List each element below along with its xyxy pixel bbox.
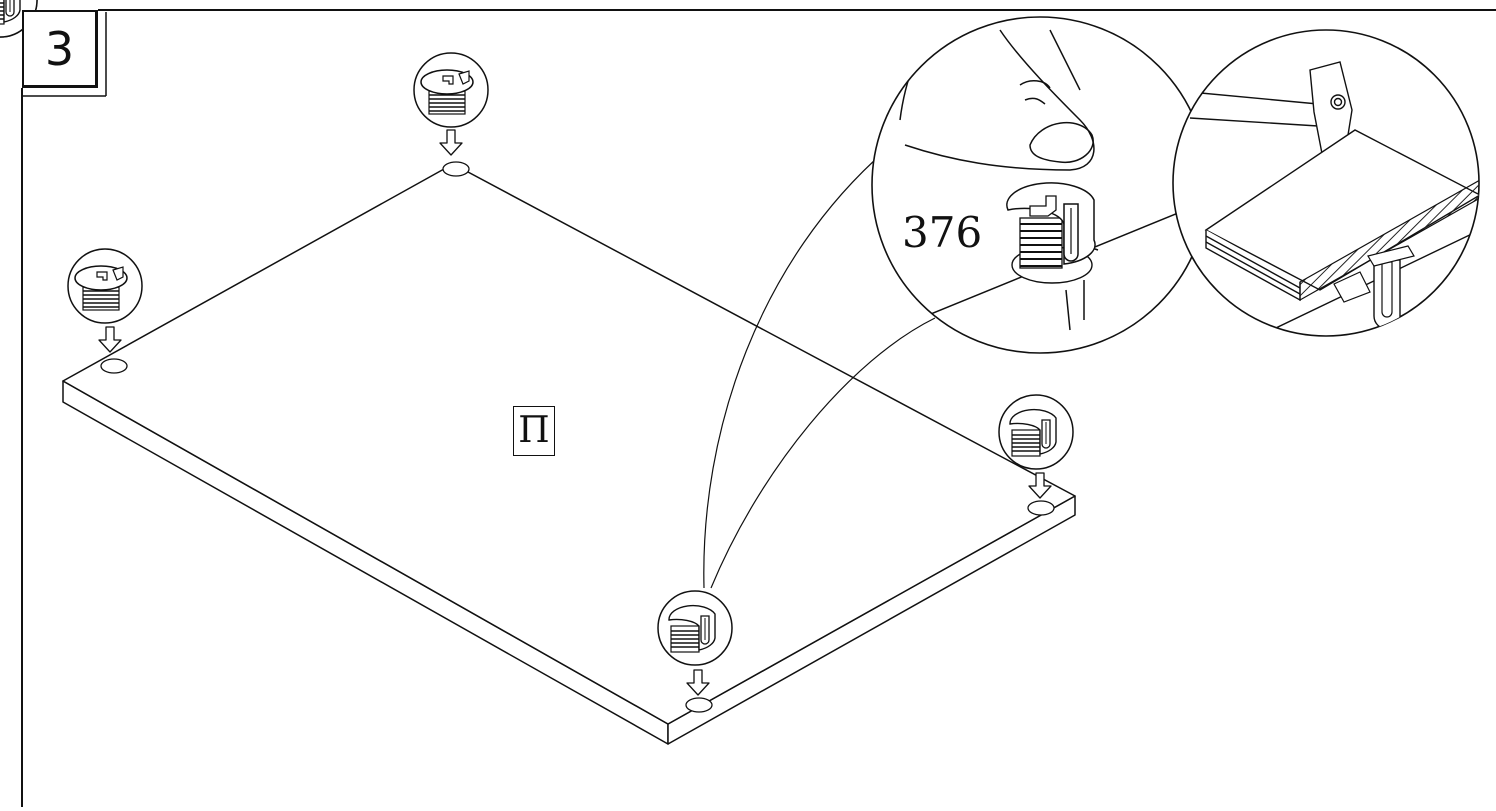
hammer-tap-detail (1172, 29, 1480, 337)
board-holes (100, 161, 1055, 713)
insert-arrows (98, 129, 1052, 696)
panel-label: П (513, 406, 555, 456)
part-number-label: 376 (902, 208, 983, 257)
cam-insert-left (67, 248, 143, 324)
cam-insert-front (657, 590, 733, 666)
cam-insert-top (413, 52, 489, 128)
finger-press-detail (871, 16, 1209, 354)
step-number: 3 (44, 21, 75, 76)
board-panel (62, 163, 1076, 745)
step-number-box: 3 (22, 10, 98, 88)
callout-lines (703, 149, 936, 589)
cam-insert-right (998, 394, 1074, 470)
page-frame (21, 9, 1496, 807)
